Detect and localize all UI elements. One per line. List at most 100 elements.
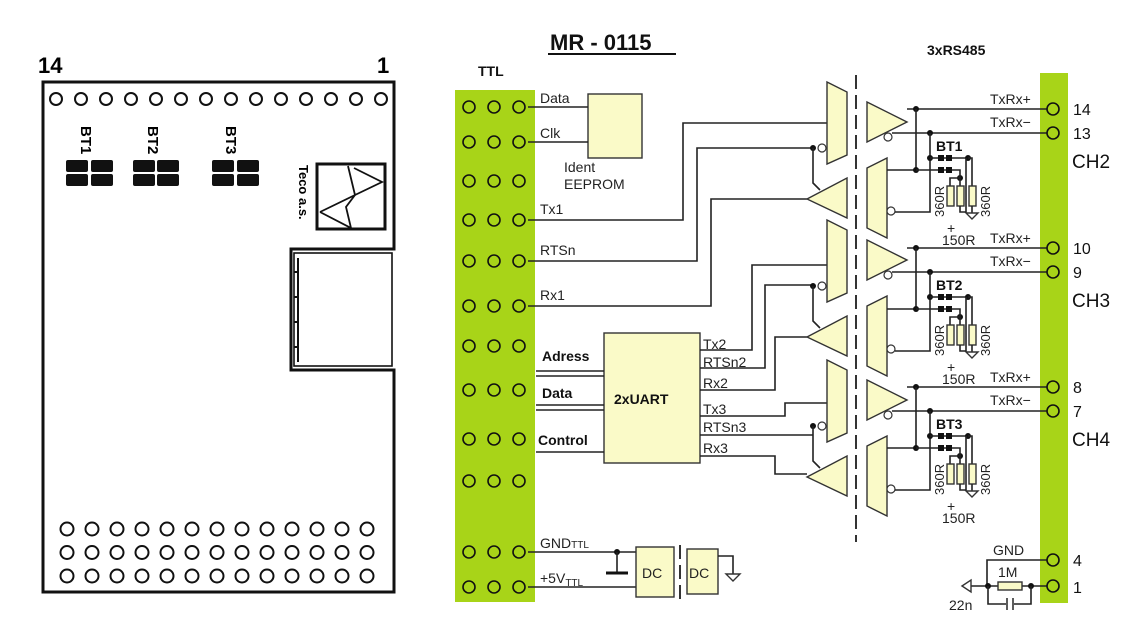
vcc-ttl-label: +5VTTL [540,570,584,589]
txrx-minus-pin: 9 [1073,265,1082,282]
jumper-label: BT2 [936,277,963,293]
txrx-minus-label: TxRx− [990,114,1031,130]
power-section: GNDTTL +5VTTL DC DC [528,535,740,597]
board-pin-hole [286,570,299,583]
ttl-pin-hole [513,340,525,352]
board-pin-hole [286,523,299,536]
ttl-pin-hole [463,255,475,267]
jumper-label-bt1: BT1 [77,126,94,154]
ttl-pin-hole [463,384,475,396]
top-pin-row [50,93,387,105]
gnd-label: GND [993,542,1024,558]
txrx-plus-pin: 8 [1073,380,1082,397]
rs485-label: 3xRS485 [927,42,986,58]
resistor-360r-label: 360R [932,325,947,356]
logo-text: Teco a.s. [296,165,311,220]
board-pin-hole [236,523,249,536]
ttl-connector [455,90,535,602]
ttl-pin-hole [463,101,475,113]
board-pin-hole [375,93,387,105]
ttl-pin-hole [513,475,525,487]
board-pin-hole [361,523,374,536]
board-pin-hole [61,523,74,536]
teco-logo: Teco a.s. [296,164,385,229]
dc-converter-2: DC [689,565,709,581]
board-pin-hole [275,93,287,105]
bottom-pin-rows [61,523,374,583]
capacitor-22n-label: 22n [949,597,972,613]
gnd-ttl-label: GNDTTL [540,535,589,551]
board-pin-hole [300,93,312,105]
rs485-transceivers [807,82,907,516]
termination-ch4: TxRx+TxRx−87BT3360R360R+150R [887,369,1082,526]
board-pin-hole [286,546,299,559]
termination-ch3: TxRx+TxRx−109BT2360R360R+150R [887,230,1091,387]
resistor-150r-label: 150R [942,232,975,248]
ttl-label: TTL [478,63,504,79]
board-pin-hole [136,570,149,583]
resistor-360r-label: 360R [978,325,993,356]
ttl-pin-hole [513,300,525,312]
jumper-label-bt3: BT3 [222,126,239,154]
plus-sign: + [947,498,955,514]
ttl-pin-hole [488,300,500,312]
resistor-360r-label: 360R [978,186,993,217]
uart-tx3-label: Tx3 [703,401,727,417]
uart-tx2-label: Tx2 [703,336,727,352]
tx1-label: Tx1 [540,201,564,217]
ttl-pin-hole [463,433,475,445]
board-pin-hole [61,570,74,583]
board-pin-hole [86,523,99,536]
board-pin-hole [50,93,62,105]
ttl-pin-hole [463,214,475,226]
board-pin-hole [250,93,262,105]
board-pin-hole [111,546,124,559]
ttl-pin-hole [463,475,475,487]
resistor-1m-label: 1M [998,564,1017,580]
board-pin-hole [136,546,149,559]
board-pin-hole [325,93,337,105]
transceiver-ch3 [807,220,907,376]
ttl-pin-hole [463,300,475,312]
ttl-pin-hole [488,101,500,113]
ttl-pin-hole [513,546,525,558]
board-pin-hole [236,570,249,583]
ttl-signal-wires: Tx1 RTSn Rx1 [528,123,827,306]
board-pin-hole [61,546,74,559]
board-pin-hole [211,570,224,583]
eeprom-label-2: EEPROM [564,176,625,192]
board-pin-hole [336,570,349,583]
resistor-360r-label: 360R [932,464,947,495]
ttl-pin-hole [513,136,525,148]
board-pin-hole [186,570,199,583]
ttl-pin-hole [513,255,525,267]
ttl-pin-hole [513,384,525,396]
jumper-label: BT3 [936,416,963,432]
termination-ch2: TxRx+TxRx−1413BT1360R360R+150R [887,91,1091,248]
txrx-plus-label: TxRx+ [990,230,1031,246]
plus-sign: + [947,359,955,375]
ttl-pin-hole [513,214,525,226]
shield-pin: 1 [1073,580,1082,597]
dc-converter-1: DC [642,565,662,581]
transceiver-ch2 [807,82,907,238]
schematic-title: MR - 0115 [550,30,652,55]
txrx-minus-label: TxRx− [990,253,1031,269]
board-pin-hole [311,546,324,559]
txrx-minus-pin: 13 [1073,126,1091,143]
uart-rtsn2-label: RTSn2 [703,354,747,370]
board-pin-hole [100,93,112,105]
board-pin-hole [261,570,274,583]
board-pin-hole [361,546,374,559]
eeprom-block: Data Clk Ident EEPROM [528,90,642,192]
ttl-pin-hole [463,581,475,593]
uart-adress-label: Adress [542,348,590,364]
resistor-360r-label: 360R [978,464,993,495]
rs485-connector [1040,73,1068,603]
jumper-bt2: BT2 [133,126,179,186]
board-pin-hole [261,546,274,559]
uart-rtsn3-label: RTSn3 [703,419,747,435]
board-pin-hole [225,93,237,105]
resistor-150r-label: 150R [942,510,975,526]
board-pin-hole [186,546,199,559]
